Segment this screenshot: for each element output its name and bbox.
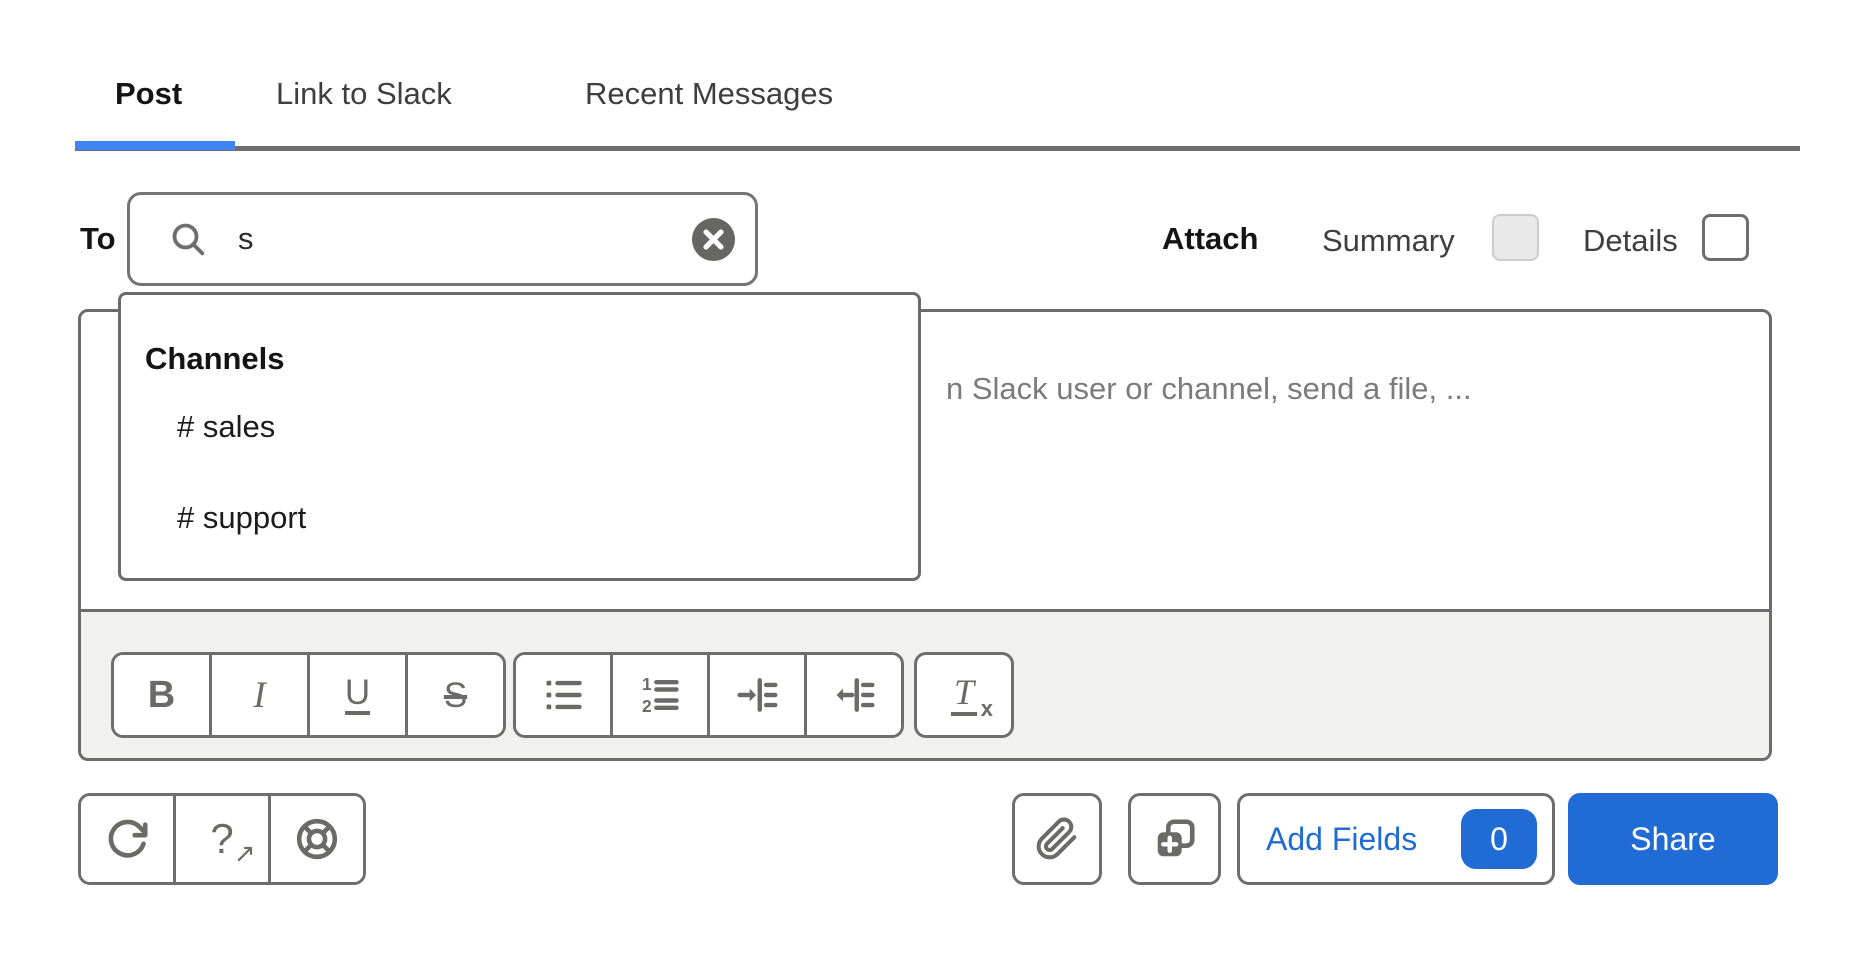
- summary-checkbox: [1492, 214, 1539, 261]
- numbered-list-button[interactable]: 1 2: [610, 655, 707, 735]
- lifebuoy-icon: [296, 818, 338, 860]
- help-button[interactable]: ?↗: [173, 796, 268, 882]
- underline-button[interactable]: U: [307, 655, 405, 735]
- clear-search-icon[interactable]: [690, 216, 737, 263]
- italic-icon: I: [253, 674, 266, 716]
- suggestions-group-header: Channels: [145, 341, 285, 376]
- paperclip-icon: [1036, 817, 1077, 860]
- bold-icon: B: [147, 674, 176, 716]
- outdent-button[interactable]: [804, 655, 901, 735]
- editor-utility-group: ?↗: [78, 793, 366, 885]
- active-tab-underline: [75, 141, 235, 150]
- message-placeholder: n Slack user or channel, send a file, ..…: [946, 371, 1472, 406]
- copy-plus-icon: [1157, 819, 1195, 857]
- support-button[interactable]: [268, 796, 363, 882]
- text-style-group: B I U S: [111, 652, 506, 738]
- add-template-button[interactable]: [1128, 793, 1221, 885]
- recipient-search-input[interactable]: s: [127, 192, 758, 286]
- attach-label: Attach: [1162, 221, 1259, 256]
- redo-button[interactable]: [81, 796, 173, 882]
- details-label: Details: [1583, 223, 1678, 258]
- italic-button[interactable]: I: [209, 655, 307, 735]
- attach-file-button[interactable]: [1012, 793, 1102, 885]
- tab-link-to-slack[interactable]: Link to Slack: [276, 76, 452, 111]
- underline-icon: U: [344, 675, 371, 715]
- tab-bottom-border: [75, 146, 1800, 151]
- help-icon: ?↗: [210, 815, 256, 868]
- tab-recent-messages[interactable]: Recent Messages: [585, 76, 834, 111]
- suggestion-item-support[interactable]: # support: [177, 500, 307, 535]
- numbered-list-icon: 1 2: [642, 674, 679, 716]
- suggestions-dropdown: Channels # sales # support: [118, 292, 921, 581]
- strikethrough-button[interactable]: S: [405, 655, 503, 735]
- tab-post[interactable]: Post: [115, 76, 183, 111]
- search-input-value: s: [238, 221, 254, 256]
- indent-button[interactable]: [707, 655, 804, 735]
- svg-text:2: 2: [642, 696, 652, 716]
- suggestion-item-sales[interactable]: # sales: [177, 409, 276, 444]
- to-label: To: [80, 221, 116, 256]
- outdent-icon: [836, 678, 875, 712]
- indent-icon: [737, 678, 778, 712]
- bulleted-list-button[interactable]: [516, 655, 610, 735]
- tab-bar: Post Link to Slack Recent Messages: [0, 0, 1862, 160]
- strikethrough-icon: S: [443, 675, 468, 715]
- share-button[interactable]: Share: [1568, 793, 1778, 885]
- details-checkbox[interactable]: [1702, 214, 1749, 261]
- svg-text:1: 1: [642, 674, 652, 694]
- add-fields-count-badge: 0: [1461, 809, 1537, 869]
- bold-button[interactable]: B: [114, 655, 209, 735]
- bulleted-list-icon: [546, 680, 582, 710]
- summary-label: Summary: [1322, 223, 1455, 258]
- redo-icon: [108, 819, 148, 858]
- share-button-label: Share: [1630, 820, 1716, 857]
- list-indent-group: 1 2: [513, 652, 904, 738]
- add-fields-label: Add Fields: [1266, 820, 1418, 857]
- search-icon: [168, 219, 208, 259]
- add-fields-button[interactable]: Add Fields 0: [1237, 793, 1555, 885]
